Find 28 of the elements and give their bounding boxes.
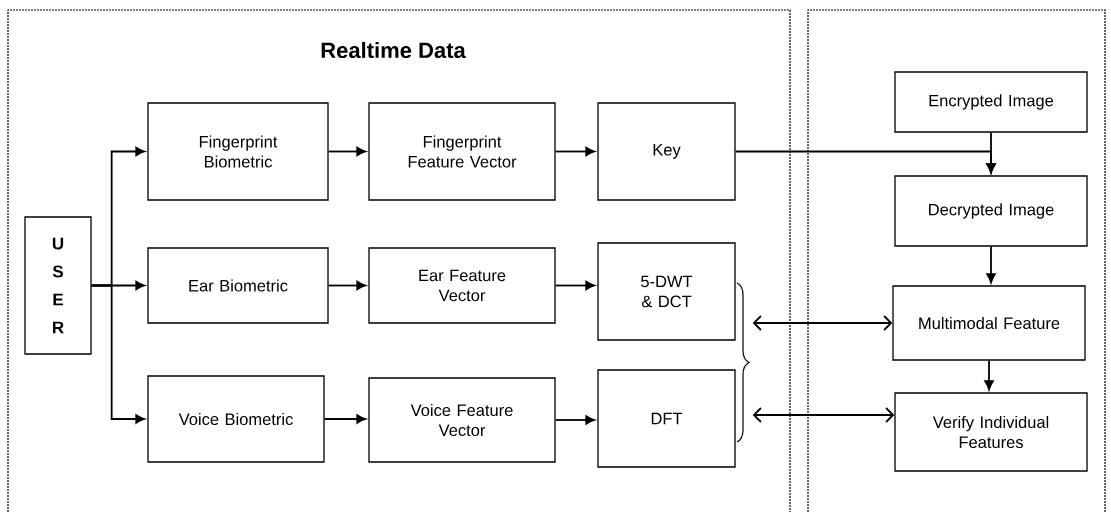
panel-title: Realtime Data bbox=[321, 41, 466, 59]
arrow bbox=[327, 146, 367, 157]
arrow bbox=[327, 280, 367, 291]
process-box: DFT bbox=[597, 369, 736, 468]
arrow bbox=[986, 245, 996, 284]
process-box: U S E R bbox=[24, 216, 92, 355]
arrow bbox=[554, 280, 596, 291]
arrow bbox=[986, 131, 996, 174]
process-box: Fingerprint Feature Vector bbox=[368, 102, 556, 201]
arrow bbox=[984, 359, 994, 391]
process-box: Voice Feature Vector bbox=[368, 377, 556, 463]
arrow bbox=[323, 414, 367, 424]
arrow bbox=[90, 284, 146, 424]
arrow bbox=[752, 315, 893, 331]
arrow bbox=[554, 146, 596, 157]
process-box: Verify Individual Features bbox=[894, 392, 1088, 472]
process-box: Encrypted Image bbox=[894, 71, 1088, 133]
process-box: Key bbox=[597, 102, 736, 201]
process-box: Voice Biometric bbox=[147, 375, 325, 463]
process-box: Ear Feature Vector bbox=[368, 247, 556, 324]
arrow bbox=[752, 407, 895, 423]
process-box: Decrypted Image bbox=[894, 175, 1088, 247]
process-box: Multimodal Feature bbox=[892, 285, 1086, 361]
process-box: Fingerprint Biometric bbox=[147, 102, 329, 201]
arrow bbox=[554, 415, 596, 425]
dashed-panel bbox=[807, 9, 1106, 512]
process-box: Ear Biometric bbox=[147, 247, 329, 324]
process-box: 5-DWT & DCT bbox=[597, 242, 736, 341]
